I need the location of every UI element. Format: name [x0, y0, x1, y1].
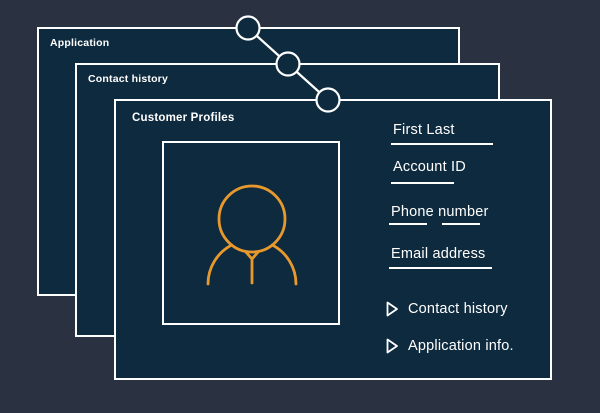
field-phone-underline-left: [389, 223, 427, 225]
field-email-underline: [389, 267, 492, 269]
field-phone-underline-right: [442, 223, 480, 225]
card-application-title: Application: [50, 37, 110, 49]
link-application-info-label: Application info.: [408, 338, 514, 354]
link-contact-history-label: Contact history: [408, 301, 508, 317]
triangle-right-icon: [386, 338, 398, 354]
link-application-info: Application info.: [386, 337, 514, 355]
card-customer-profiles: Customer Profiles First Last Account ID …: [114, 99, 552, 380]
field-first-last: First Last: [393, 122, 455, 138]
field-account-id: Account ID: [393, 159, 466, 175]
triangle-right-icon: [386, 301, 398, 317]
card-contact-history-title: Contact history: [88, 73, 169, 85]
link-contact-history: Contact history: [386, 300, 508, 318]
user-icon: [206, 184, 298, 286]
field-phone-number: Phone number: [391, 204, 489, 220]
avatar-frame: [162, 141, 340, 325]
field-first-last-underline: [391, 143, 493, 145]
card-customer-profiles-title: Customer Profiles: [132, 112, 235, 124]
field-account-id-underline: [391, 182, 454, 184]
field-email-address: Email address: [391, 246, 486, 262]
